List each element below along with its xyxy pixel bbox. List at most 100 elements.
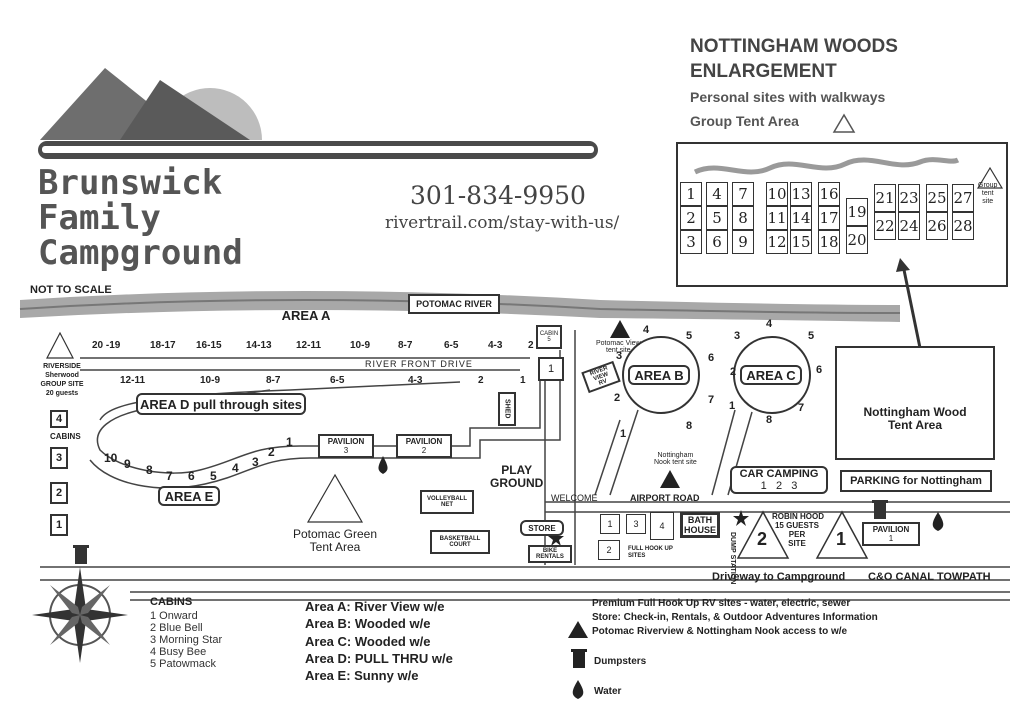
enlargement-site: 5 xyxy=(706,206,728,230)
dumpster-icon xyxy=(872,500,888,519)
enlargement-site: 4 xyxy=(706,182,728,206)
potomac-green-tent-icon xyxy=(306,473,364,523)
enlargement-site: 19 xyxy=(846,198,868,226)
site-label: 2 xyxy=(478,375,484,386)
cabin-3: 3 xyxy=(50,447,68,469)
water-drop-legend-icon xyxy=(572,680,584,699)
site-label: 2 xyxy=(730,366,737,378)
site-label: 6-5 xyxy=(330,375,345,386)
hookup-site-1: 1 xyxy=(600,514,620,534)
enlargement-site: 17 xyxy=(818,206,840,230)
cabin-legend-item: 3 Morning Star xyxy=(150,634,223,647)
water-legend: Water xyxy=(594,686,622,697)
enlargement-site: 23 xyxy=(898,184,920,212)
site-label: 10-9 xyxy=(350,340,371,351)
site-label: 8-7 xyxy=(398,340,413,351)
site-label: 6 xyxy=(708,352,715,364)
site-label: 4 xyxy=(766,318,773,330)
enlargement-site: 21 xyxy=(874,184,896,212)
water-drop-icon xyxy=(932,512,944,531)
site-label: 14-13 xyxy=(246,340,272,351)
site-label: 1 xyxy=(620,428,627,440)
cabin-2: 2 xyxy=(50,482,68,504)
potomac-view-tent-icon xyxy=(610,320,630,338)
store: STORE xyxy=(520,520,564,536)
area-a-label: AREA A xyxy=(281,307,331,323)
compass-rose-icon xyxy=(32,567,128,663)
water-drop-icon xyxy=(378,456,388,474)
area-legend-item: Area A: River View w/e xyxy=(305,599,445,614)
nottingham-wood-tent-area xyxy=(835,346,995,460)
logo-mountain-small xyxy=(120,80,250,140)
enlargement-site: 22 xyxy=(874,212,896,240)
welcome-label: WELCOME xyxy=(551,493,598,503)
site-label: 8 xyxy=(766,414,773,426)
nottingham-nook-tent-icon xyxy=(660,470,680,488)
enlargement-site: 13 xyxy=(790,182,812,206)
enlargement-site: 9 xyxy=(732,230,754,254)
enlargement-site: 18 xyxy=(818,230,840,254)
site-label: 4-3 xyxy=(488,340,503,351)
shed: SHED xyxy=(498,392,516,426)
site-label: 1 xyxy=(729,400,736,412)
site-label: 18-17 xyxy=(150,340,176,351)
campground-title-line-1: Brunswick xyxy=(38,163,223,203)
enlargement-group-tent-site: Group tent site xyxy=(978,182,998,205)
enlargement-title-2: ENLARGEMENT xyxy=(690,61,837,82)
area-c-label: AREA C xyxy=(740,365,802,385)
site-1-box: 1 xyxy=(538,357,564,381)
cabin-1: 1 xyxy=(50,514,68,536)
robin-hood-tent-1 xyxy=(815,510,869,559)
area-legend-item: Area E: Sunny w/e xyxy=(305,668,419,684)
towpath-label: C&O CANAL TOWPATH xyxy=(868,571,991,583)
enlargement-site: 11 xyxy=(766,206,788,230)
site-label: 3 xyxy=(734,330,741,342)
site-label: 10-9 xyxy=(200,375,221,386)
site-label: 2 xyxy=(268,445,275,459)
site-label: 7 xyxy=(708,394,715,406)
car-camping: CAR CAMPING 1 2 3 xyxy=(730,466,828,494)
site-label: 6 xyxy=(816,364,823,376)
cabin-legend-item: 5 Patowmack xyxy=(150,658,217,671)
enlargement-site: 24 xyxy=(898,212,920,240)
site-label: 6-5 xyxy=(444,340,459,351)
site-label: 8-7 xyxy=(266,375,281,386)
enlargement-site: 2 xyxy=(680,206,702,230)
tent-legend-icon xyxy=(568,621,588,638)
enlargement-subtitle: Personal sites with walkways xyxy=(690,89,886,105)
enlargement-site: 1 xyxy=(680,182,702,206)
potomac-river-label: POTOMAC RIVER xyxy=(408,294,500,314)
site-label: 10 xyxy=(104,451,118,465)
enlargement-site: 26 xyxy=(926,212,948,240)
enlargement-title-1: NOTTINGHAM WOODS xyxy=(690,36,898,57)
enlargement-site: 3 xyxy=(680,230,702,254)
enlargement-group-tent-label: Group Tent Area xyxy=(690,113,799,129)
site-label: 16-15 xyxy=(196,340,222,351)
site-label: 5 xyxy=(808,330,815,342)
area-legend-item: Area B: Wooded w/e xyxy=(305,616,431,632)
robin-hood-tent-2 xyxy=(736,510,790,559)
enlargement-site: 8 xyxy=(732,206,754,230)
hookup-site-3: 3 xyxy=(626,514,646,534)
robin-hood-site-1: 1 xyxy=(836,529,847,549)
site-label: 12-11 xyxy=(296,340,322,351)
website-url[interactable]: rivertrail.com/stay-with-us/ xyxy=(385,213,620,233)
enlargement-site: 28 xyxy=(952,212,974,240)
parking-nottingham: PARKING for Nottingham xyxy=(840,470,992,492)
driveway-label: Driveway to Campground xyxy=(712,571,846,583)
enlargement-site: 10 xyxy=(766,182,788,206)
cabin-legend-item: 1 Onward xyxy=(150,610,198,623)
